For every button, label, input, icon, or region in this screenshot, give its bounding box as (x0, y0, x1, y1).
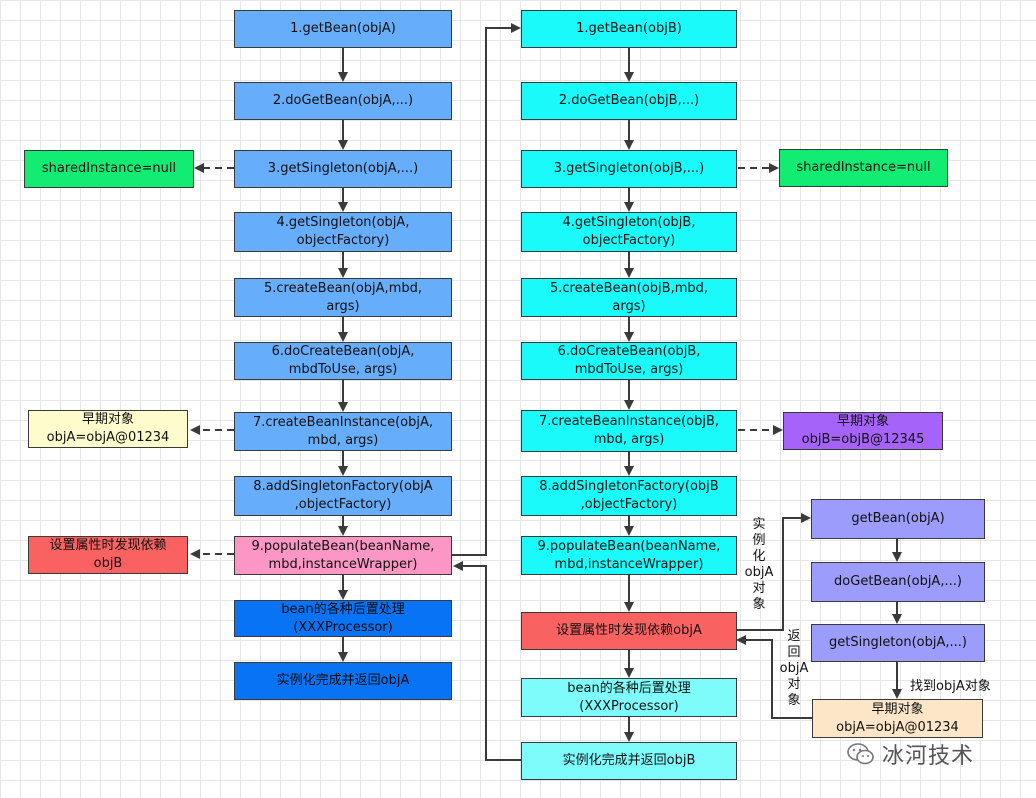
right-dogetbean-node: 2.doGetBean(objB,...) (521, 82, 737, 120)
left-early-object: 早期对象 objA=objA@01234 (28, 410, 188, 448)
right-complete-node: 实例化完成并返回objB (521, 742, 737, 780)
right-postprocessor-node: bean的各种后置处理 (XXXProcessor) (521, 678, 737, 717)
left-shared-instance-null: sharedInstance=null (24, 150, 194, 188)
left-getsingleton-node: 3.getSingleton(objA,...) (234, 150, 452, 188)
left-dependency-found: 设置属性时发现依赖 objB (28, 536, 188, 574)
left-populatebean-node: 9.populateBean(beanName, mbd,instanceWra… (234, 536, 452, 575)
left-docreatebean-node: 6.doCreateBean(objA, mbdToUse, args) (234, 342, 452, 380)
right-addsingletonfactory-node: 8.addSingletonFactory(objB ,objectFactor… (521, 476, 737, 516)
left-getsingleton-factory-node: 4.getSingleton(objA, objectFactory) (234, 212, 452, 252)
nested-getbean-node: getBean(objA) (811, 499, 985, 539)
label-instantiate-obja: 实 例 化 objA 对 象 (744, 517, 774, 612)
right-createbean-node: 5.createBean(objB,mbd, args) (521, 278, 737, 317)
left-postprocessor-node: bean的各种后置处理 (XXXProcessor) (234, 600, 452, 637)
left-dogetbean-node: 2.doGetBean(objA,...) (234, 82, 452, 120)
left-createbeaninstance-node: 7.createBeanInstance(objA, mbd, args) (234, 412, 452, 451)
watermark: 冰河技术 (846, 738, 974, 770)
right-getsingleton-node: 3.getSingleton(objB,...) (521, 150, 737, 188)
left-getbean-node: 1.getBean(objA) (234, 10, 452, 48)
left-createbean-node: 5.createBean(objA,mbd, args) (234, 278, 452, 317)
nested-early-object: 早期对象 objA=objA@01234 (812, 699, 983, 738)
right-populatebean-node: 9.populateBean(beanName, mbd,instanceWra… (521, 536, 737, 575)
wechat-icon (847, 743, 874, 765)
right-shared-instance-null: sharedInstance=null (779, 149, 948, 187)
left-addsingletonfactory-node: 8.addSingletonFactory(objA ,objectFactor… (234, 476, 452, 516)
nested-dogetbean-node: doGetBean(objA,...) (811, 562, 985, 602)
right-dependency-found: 设置属性时发现依赖objA (521, 612, 737, 650)
arrow-populate-to-getbean-objb (452, 23, 521, 556)
arrow-nested-early-return (736, 635, 812, 719)
nested-getsingleton-node: getSingleton(objA,...) (811, 624, 985, 662)
label-found-obja: 找到objA对象 (910, 679, 991, 694)
right-early-object: 早期对象 objB=objB@12345 (783, 412, 943, 450)
arrow-objb-return-to-populate (453, 561, 521, 761)
right-createbeaninstance-node: 7.createBeanInstance(objB, mbd, args) (521, 410, 737, 452)
right-getbean-node: 1.getBean(objB) (521, 10, 737, 48)
left-complete-node: 实例化完成并返回objA (234, 662, 452, 700)
watermark-text: 冰河技术 (882, 744, 975, 769)
label-return-obja: 返 回 objA 对 象 (779, 629, 809, 708)
right-getsingleton-factory-node: 4.getSingleton(objB, objectFactory) (521, 212, 737, 252)
right-docreatebean-node: 6.doCreateBean(objB, mbdToUse, args) (521, 342, 737, 380)
arrow-dep-to-nested-getbean (736, 513, 811, 631)
